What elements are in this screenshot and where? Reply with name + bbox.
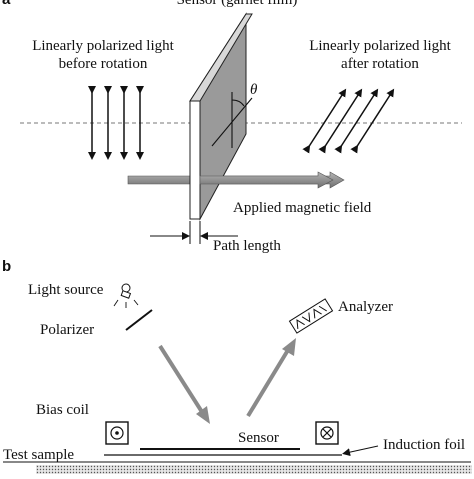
before-rotation-arrows [88,86,144,160]
analyzer-body [288,298,334,334]
path-length-dimension [150,221,238,244]
after-rotation-label-line2: after rotation [341,56,419,72]
test-sample-label: Test sample [3,447,74,463]
beam-shaft [158,344,204,414]
before-rotation-label-line1: Linearly polarized light [32,38,174,54]
beam-shaft [246,348,290,418]
after-rotation-label-line1: Linearly polarized light [309,38,451,54]
before-rotation-label-line2: before rotation [59,56,148,72]
angle-arc [231,99,245,107]
coil-cross [322,428,332,438]
analyzer-element [288,298,334,334]
test-sample-body [36,465,472,474]
bias-coil-label: Bias coil [36,402,89,418]
polarization-arrow [302,88,347,154]
beam-head [282,338,296,356]
incident-beam-arrow [158,344,210,424]
applied-field-label: Applied magnetic field [233,200,372,216]
polarizer-label: Polarizer [40,322,94,338]
coil-circle [320,426,334,440]
panel-b-letter: b [2,258,11,275]
sensor-title: Sensor (garnet film) [177,0,298,8]
after-rotation-arrows [302,88,395,154]
light-bulb-icon [113,283,139,308]
ray-line [113,299,119,307]
cross-in-square-icon [315,421,339,445]
dot-in-square-icon [105,421,129,445]
analyzer-label: Analyzer [338,299,393,315]
polarization-arrow [350,88,395,154]
light-source-label: Light source [28,282,104,298]
theta-symbol: θ [250,82,258,98]
path-length-label: Path length [213,238,281,254]
plate-top [189,13,253,102]
ray-line [133,299,139,306]
plate-edge [189,100,201,220]
sensor-plate: θ [189,12,258,221]
polarization-arrow [318,88,363,154]
coil-circle [110,426,124,440]
bulb-base [120,290,132,299]
polarization-arrow [334,88,379,154]
beam-head [196,406,210,424]
induction-foil-pointer [342,445,379,457]
reflected-beam-arrow [246,338,296,418]
induction-foil-label: Induction foil [383,437,465,453]
polarizer-element [125,309,153,331]
panel-a-letter: a [2,0,11,8]
analyzer-hatching [296,305,327,329]
rotated-axis-line [211,97,253,147]
coil-dot [115,431,119,435]
sensor-label: Sensor [238,430,279,446]
magnetic-field-arrow-front [199,171,334,189]
